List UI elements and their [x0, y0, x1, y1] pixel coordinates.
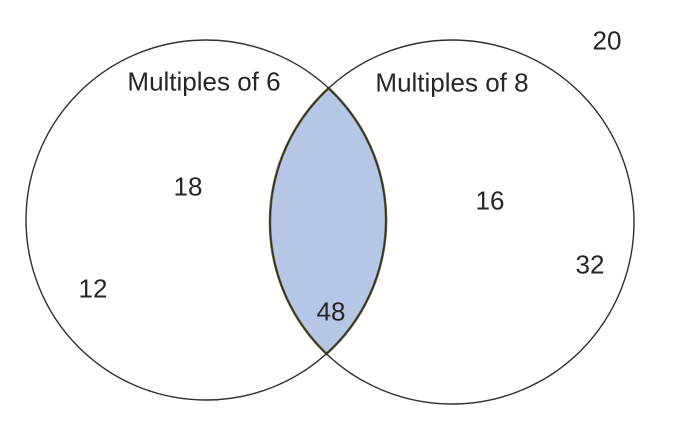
- left-circle: [25, 39, 387, 401]
- outside-value: 20: [592, 25, 622, 56]
- right-only-value-outer: 32: [575, 249, 605, 280]
- intersection-value: 48: [316, 296, 346, 327]
- right-circle: [269, 39, 635, 405]
- right-only-value-inner: 16: [475, 185, 505, 216]
- right-circle-label: Multiples of 8: [375, 67, 529, 98]
- left-only-value-outer: 12: [78, 273, 108, 304]
- left-circle-label: Multiples of 6: [127, 66, 281, 97]
- left-only-value-inner: 18: [173, 171, 203, 202]
